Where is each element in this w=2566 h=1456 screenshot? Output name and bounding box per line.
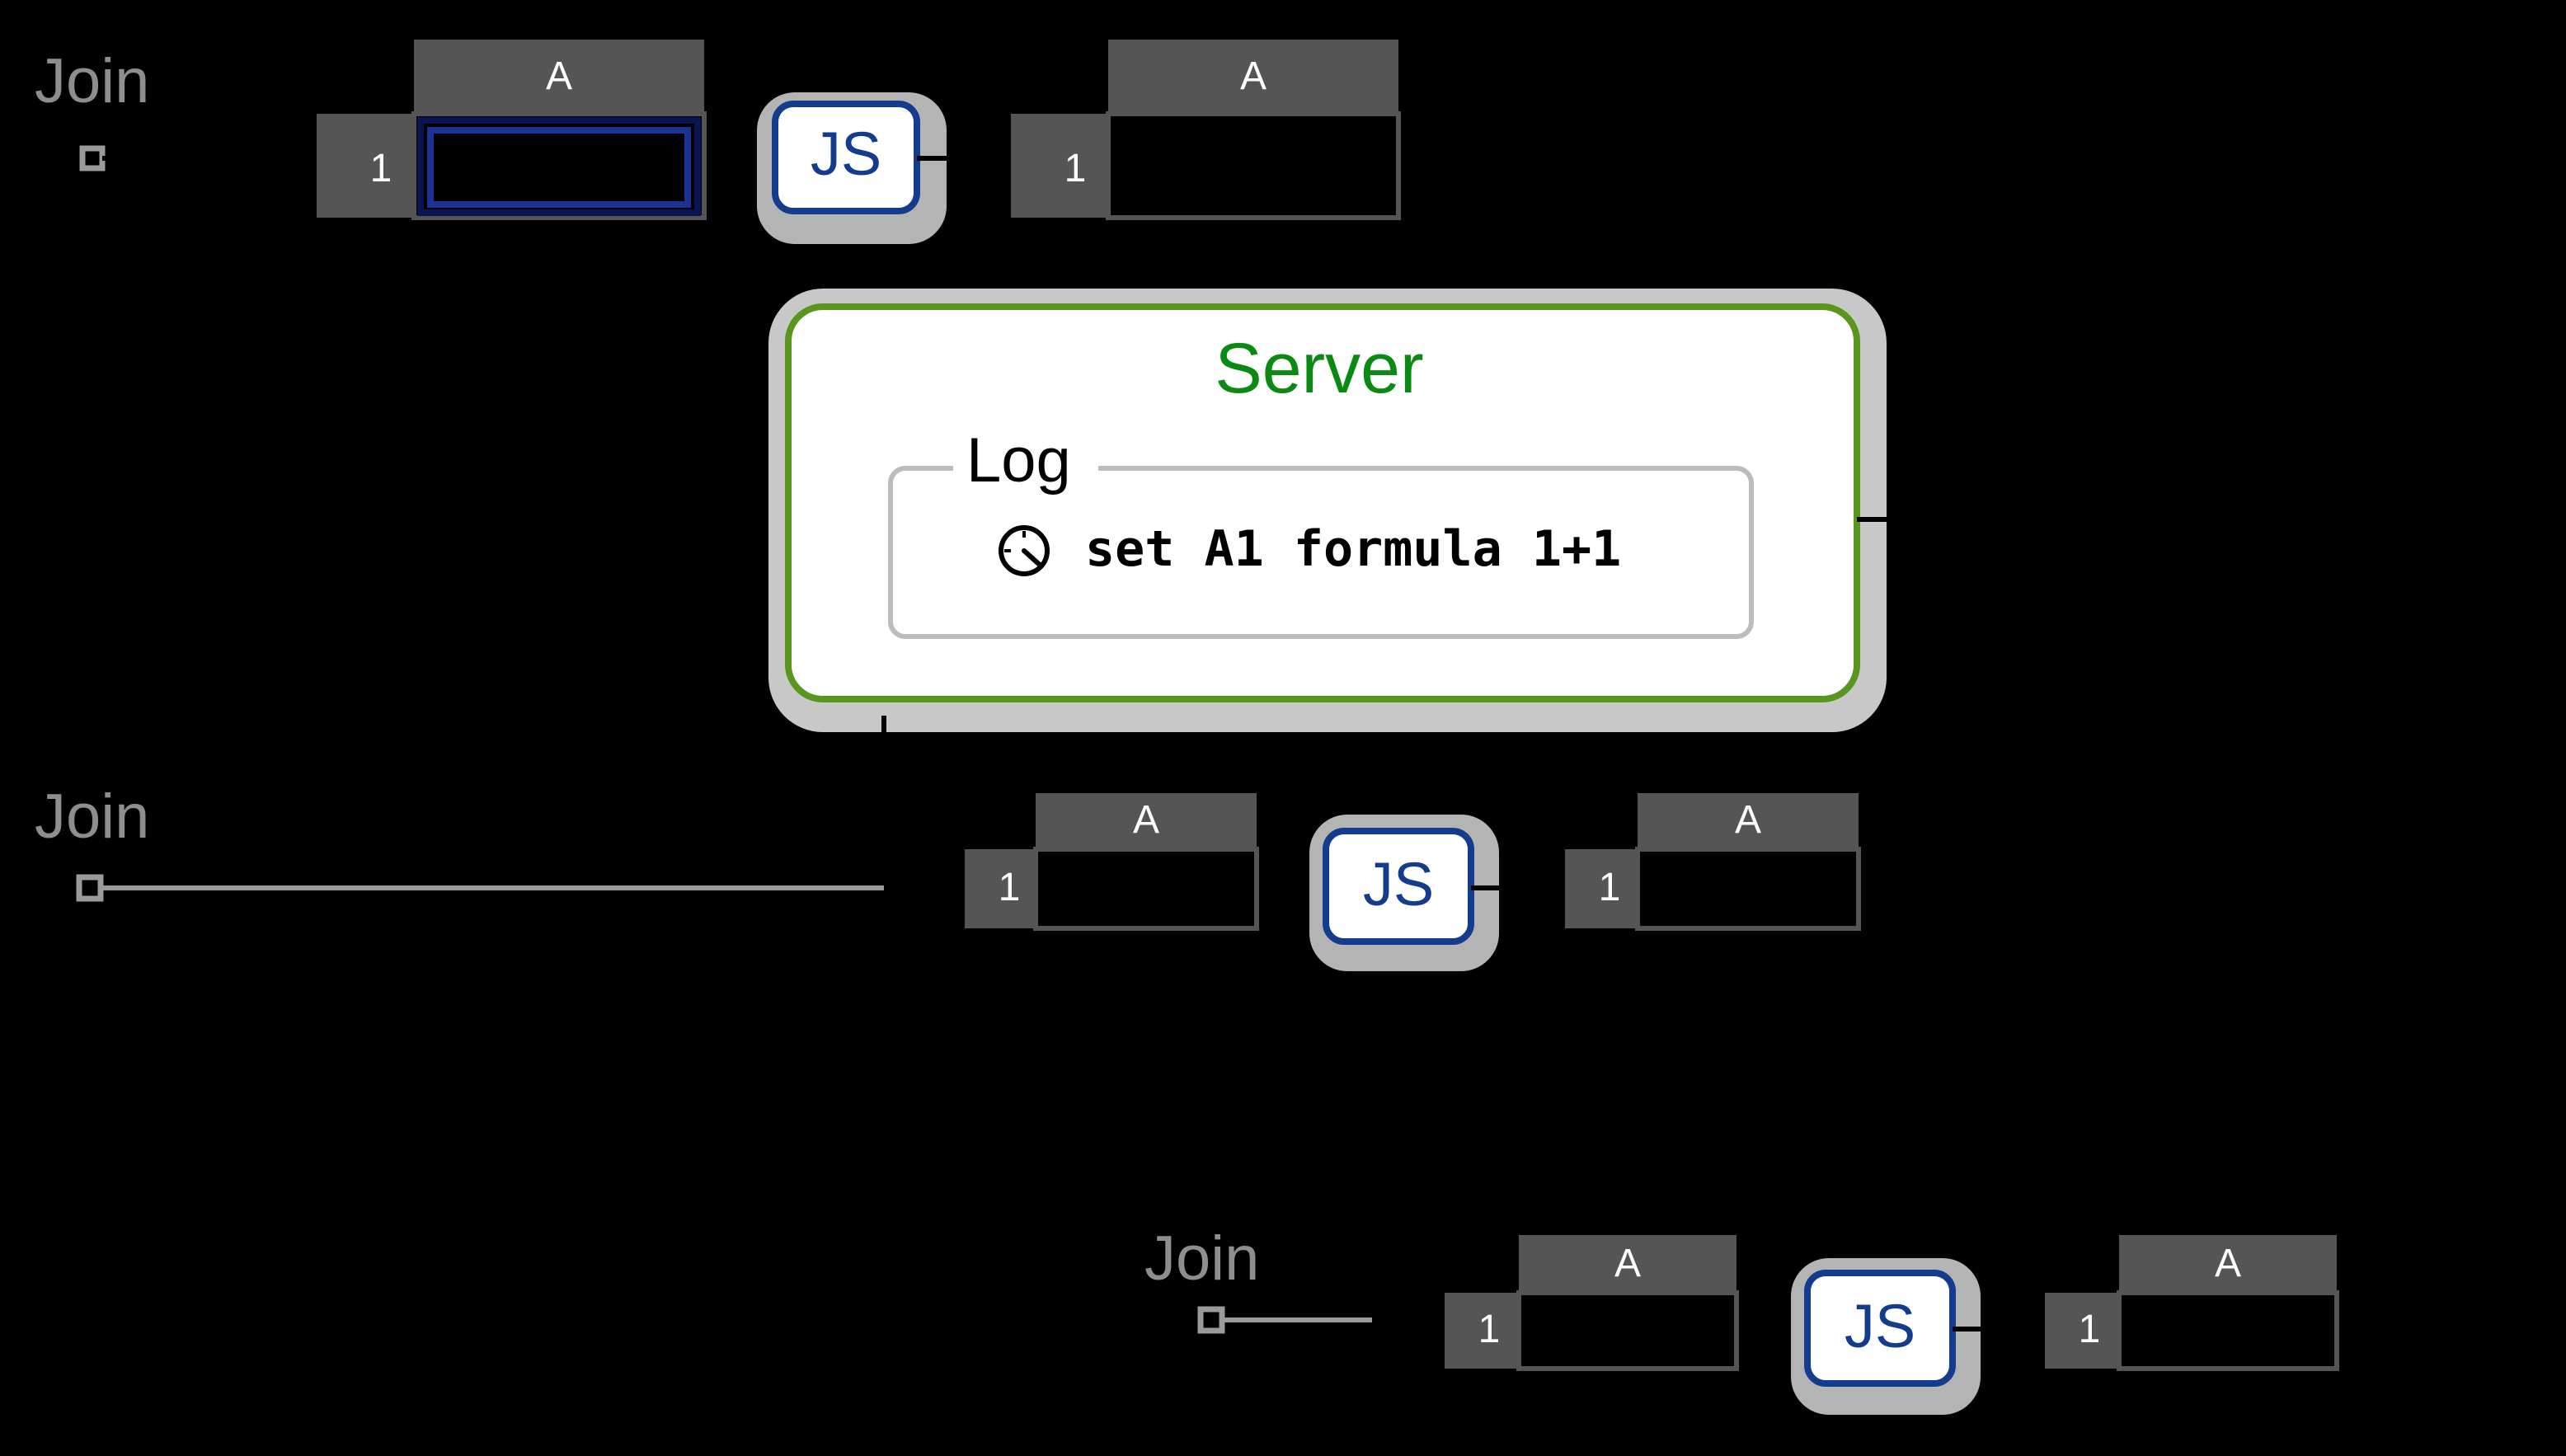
spreadsheet-input-3: A 1: [1445, 1235, 1739, 1371]
cell-a1-input-2[interactable]: [1033, 847, 1259, 931]
column-header-label-3: A: [1614, 1242, 1641, 1285]
cell-result-1: 2: [1351, 143, 1375, 191]
server-title: Server: [1215, 329, 1423, 408]
spreadsheet-output-1: A 1 2: [1011, 40, 1401, 220]
js-label-2: JS: [1363, 850, 1434, 918]
column-header-out-1: [1108, 40, 1398, 114]
cell-selection-outer: [417, 117, 701, 216]
client-3: Join A 1 JS A 1 2: [1144, 1224, 2339, 1415]
row-header-3: [1445, 1293, 1519, 1369]
row-header-label-3: 1: [1478, 1308, 1501, 1351]
spreadsheet-input-1: A 1 =1+1: [317, 40, 707, 220]
js-label-3: JS: [1845, 1292, 1915, 1360]
spreadsheet-output-2: A 1 2: [1565, 793, 1861, 931]
cell-a1-output-3[interactable]: [2117, 1290, 2339, 1371]
spreadsheet-input-2: A 1: [965, 793, 1259, 931]
client-2: Join A 1 JS A 1 2: [35, 782, 1861, 971]
column-header-2: [1036, 793, 1257, 849]
row-header-1: [317, 114, 414, 218]
cell-result-3: 2: [2290, 1304, 2314, 1352]
row-header-out-3: [2045, 1293, 2119, 1369]
join-label-2: Join: [35, 782, 149, 852]
playback-line: [1370, 517, 1955, 1319]
column-header-1: [414, 40, 704, 114]
playback-path: Playback set A1 formula 1+1: [1370, 517, 2498, 1319]
row-header-label-2: 1: [999, 866, 1021, 909]
js-engine-3[interactable]: JS: [1791, 1258, 1981, 1415]
row-header-out-label-1: 1: [1064, 147, 1087, 190]
js-engine-1[interactable]: JS: [757, 92, 947, 244]
join-label-3: Join: [1144, 1224, 1259, 1294]
cell-formula: =1+1: [578, 143, 676, 191]
column-header-out-label-1: A: [1240, 54, 1267, 98]
cell-a1-input-3[interactable]: [1516, 1290, 1739, 1371]
cell-a1-output-2[interactable]: [1635, 847, 1861, 931]
cell-a1-output-1[interactable]: [1106, 111, 1401, 220]
server-box: [785, 303, 1860, 702]
row-header-label-1: 1: [370, 147, 392, 190]
row-header-out-label-3: 1: [2079, 1308, 2101, 1351]
clock-icon: [999, 525, 1050, 576]
log-entry: set A1 formula 1+1: [1085, 520, 1621, 578]
column-header-out-label-2: A: [1735, 798, 1761, 842]
send-arrow: [660, 239, 767, 477]
column-header-out-3: [2119, 1235, 2337, 1293]
column-header-label-2: A: [1133, 798, 1159, 842]
row-header-2: [965, 849, 1036, 928]
column-header-out-label-3: A: [2215, 1242, 2241, 1285]
server: Server Log set A1 formula 1+1: [768, 289, 1887, 732]
client-1: Join A 1 =1+1 JS A 1 2: [35, 40, 1401, 244]
js-label-1: JS: [811, 120, 881, 188]
server-log: Log set A1 formula 1+1: [888, 425, 1754, 639]
column-header-label-1: A: [546, 54, 572, 98]
relay-path: Relay set A1 formula 1+1: [327, 716, 886, 889]
join-label-1: Join: [35, 46, 149, 116]
relay-label: Relay: [686, 726, 846, 796]
log-title-bg: [953, 429, 1098, 495]
spreadsheet-output-3: A 1 2: [2045, 1235, 2339, 1371]
row-header-out-label-2: 1: [1599, 866, 1621, 909]
cell-selection-inner: [427, 127, 691, 208]
send-path: Send set A1 formula 1+1: [110, 239, 767, 477]
relay-command: set A1 formula 1+1: [327, 806, 846, 862]
playback-label: Playback: [1979, 638, 2234, 708]
row-header-out-2: [1565, 849, 1638, 928]
column-header-out-2: [1638, 793, 1859, 849]
row-header-out-1: [1011, 114, 1108, 218]
playback-command: set A1 formula 1+1: [1979, 721, 2498, 777]
cell-result-2: 2: [1810, 862, 1834, 910]
column-header-3: [1519, 1235, 1737, 1293]
log-frame: [888, 466, 1754, 639]
send-label: Send: [482, 267, 629, 337]
send-command: set A1 formula 1+1: [110, 350, 628, 406]
js-engine-2[interactable]: JS: [1309, 815, 1499, 971]
log-title: Log: [966, 425, 1071, 496]
